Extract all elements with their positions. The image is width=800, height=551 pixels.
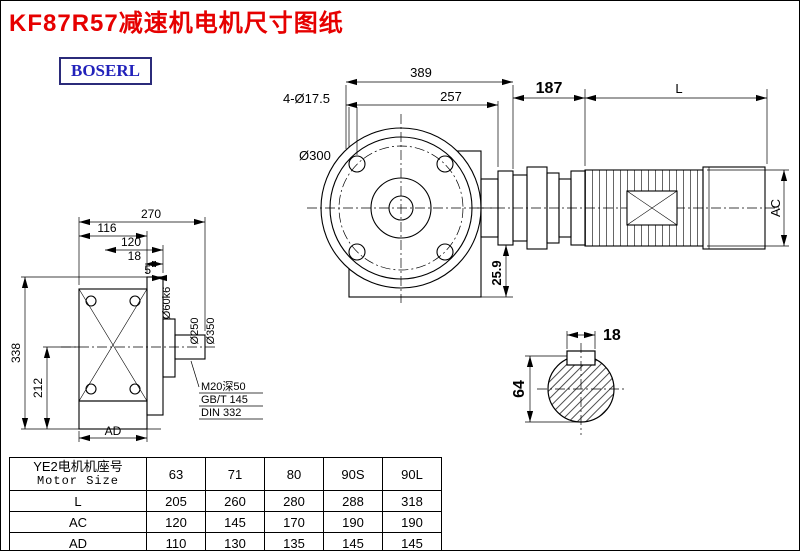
cell-L-80: 280: [264, 490, 324, 512]
dim-25-9: 25.9: [489, 260, 504, 285]
dim-bolt-circle: Ø300: [299, 148, 331, 163]
dim-key-18: 18: [603, 327, 621, 344]
dim-270: 270: [141, 207, 161, 221]
dim-212: 212: [31, 378, 45, 398]
dim-spigot-dia: Ø250: [189, 318, 201, 345]
motor-size-table: YE2电机机座号 Motor Size 63 71 80 90S 90L L 2…: [9, 457, 442, 550]
dim-257: 257: [440, 89, 462, 104]
col-80: 80: [264, 457, 324, 491]
dim-120: 120: [121, 235, 141, 249]
table-header-row: YE2电机机座号 Motor Size 63 71 80 90S 90L: [9, 457, 442, 491]
flange-view-dimensions: [345, 78, 514, 298]
front-view-geometry: [61, 276, 263, 430]
cell-L-90L: 318: [382, 490, 442, 512]
cell-AD-80: 135: [264, 532, 324, 550]
cell-AD-71: 130: [205, 532, 265, 550]
table-header-cn: YE2电机机座号: [33, 459, 123, 474]
note-thread: M20深50: [201, 380, 246, 393]
dim-AC: AC: [768, 199, 783, 217]
cell-AC-90L: 190: [382, 511, 442, 533]
front-view-dimensions: [21, 217, 206, 442]
dim-bolt-holes: 4-Ø17.5: [283, 91, 330, 106]
table-header-en: Motor Size: [36, 474, 119, 488]
row-label-L: L: [9, 490, 147, 512]
col-71: 71: [205, 457, 265, 491]
flange-view-geometry: [307, 114, 495, 303]
shaft-view-dimensions: [525, 331, 596, 423]
dim-shaft-dia: Ø60k6: [161, 287, 173, 319]
table-row-AC: AC 120 145 170 190 190: [9, 511, 442, 533]
col-63: 63: [146, 457, 206, 491]
table-row-L: L 205 260 280 288 318: [9, 490, 442, 512]
shaft-view-geometry: [537, 343, 625, 435]
dim-389: 389: [410, 65, 432, 80]
dim-flange-dia: Ø350: [205, 318, 217, 345]
row-label-AC: AC: [9, 511, 147, 533]
dim-187: 187: [536, 80, 563, 97]
cell-L-90S: 288: [323, 490, 383, 512]
dim-18-front: 18: [128, 249, 142, 263]
note-din: DIN 332: [201, 407, 241, 419]
front-view-labels: 270 116 120 18 5 338 212 AD Ø60k6 Ø250 Ø…: [9, 207, 248, 438]
cell-AC-71: 145: [205, 511, 265, 533]
table-header-cell: YE2电机机座号 Motor Size: [9, 457, 147, 491]
motor-view-dimensions: [513, 89, 789, 247]
cell-AC-90S: 190: [323, 511, 383, 533]
col-90S: 90S: [323, 457, 383, 491]
brand-logo: BOSERL: [59, 57, 152, 85]
dim-5: 5: [144, 263, 151, 277]
cell-AD-90L: 145: [382, 532, 442, 550]
page-title: KF87R57减速机电机尺寸图纸: [9, 10, 344, 37]
cell-AD-90S: 145: [323, 532, 383, 550]
cell-AD-63: 110: [146, 532, 206, 550]
cell-AC-63: 120: [146, 511, 206, 533]
dim-338: 338: [9, 343, 23, 363]
note-gbt: GB/T 145: [201, 394, 248, 406]
dim-AD: AD: [105, 424, 122, 438]
dim-116: 116: [97, 221, 116, 235]
shaft-view-labels: 18 64: [511, 327, 621, 398]
col-90L: 90L: [382, 457, 442, 491]
dim-L: L: [675, 81, 682, 96]
brand-text: BOSERL: [71, 61, 140, 80]
cell-L-71: 260: [205, 490, 265, 512]
motor-view-labels: 187 L AC: [536, 80, 783, 217]
flange-view-labels: 389 257 4-Ø17.5 Ø300 25.9: [283, 65, 504, 286]
motor-view-geometry: [477, 166, 779, 250]
dim-64: 64: [511, 380, 528, 398]
table-row-AD: AD 110 130 135 145 145: [9, 532, 442, 550]
cell-L-63: 205: [146, 490, 206, 512]
cell-AC-80: 170: [264, 511, 324, 533]
row-label-AD: AD: [9, 532, 147, 550]
